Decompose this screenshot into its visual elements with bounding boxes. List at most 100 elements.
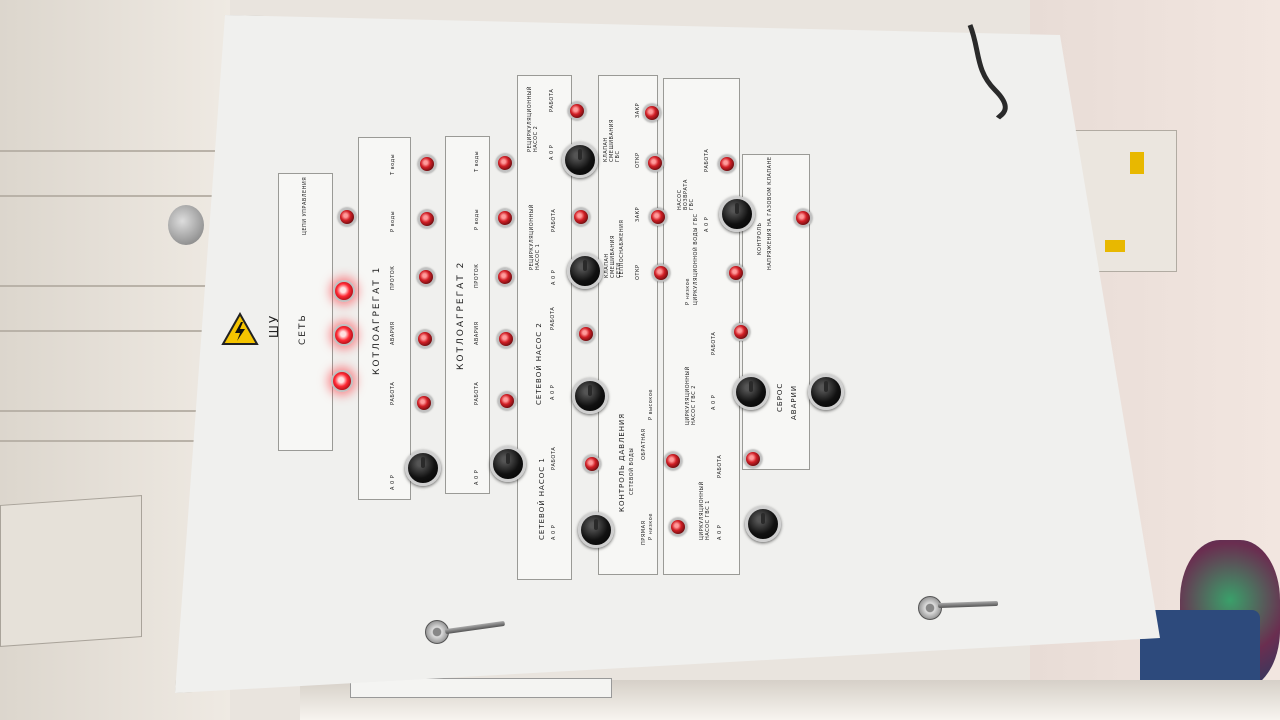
boiler2-work: РАБОТА xyxy=(474,381,480,405)
siding-line xyxy=(0,330,215,332)
warning-sticker xyxy=(1105,240,1125,252)
net-pump2-mode-selector[interactable] xyxy=(572,378,608,414)
reset-sub: АВАРИИ xyxy=(790,384,798,420)
lamp-pressure-high xyxy=(664,452,682,470)
boiler1-row3: Р воды xyxy=(390,210,396,232)
return-pump-work: РАБОТА xyxy=(704,148,710,172)
lamp-boiler1-t-water xyxy=(418,155,436,173)
boiler1-work: РАБОТА xyxy=(390,381,396,405)
valve-hws-open: ОТКР xyxy=(635,152,641,168)
recirc-pump2-mode: А 0 Р xyxy=(549,144,555,160)
lamp-recirc-pump2-work xyxy=(568,102,586,120)
gas-ctrl-title: КОНТРОЛЬ xyxy=(757,222,763,255)
wall-lamp xyxy=(168,205,204,245)
net-pump2-mode: А 0 Р xyxy=(550,384,556,400)
boiler1-mode-selector[interactable] xyxy=(405,450,441,486)
lamp-valve-heat-close xyxy=(649,208,667,226)
valve-heat-close: ЗАКР xyxy=(635,206,641,222)
valve-hws-close: ЗАКР xyxy=(635,102,641,118)
warning-sticker xyxy=(1130,152,1144,174)
boiler2-row3: Р воды xyxy=(474,208,480,230)
junction-box-left xyxy=(0,495,142,647)
hws-pump2-work: РАБОТА xyxy=(711,331,717,355)
lamp-power-phase-a xyxy=(333,280,355,302)
high-voltage-icon xyxy=(221,312,259,345)
hws-pump2-title: ЦИРКУЛЯЦИОННЫЙ НАСОС ГВС 2 xyxy=(685,366,697,425)
recirc-pump1-mode-selector[interactable] xyxy=(567,253,603,289)
circ-water-sub: ЦИРКУЛЯЦИОННОЙ ВОДЫ ГВС xyxy=(693,213,699,305)
pressure-ctrl-sub: СЕТЕВОЙ ВОДЫ xyxy=(629,447,635,495)
circ-water-title: Р низкое xyxy=(685,278,691,305)
cable xyxy=(967,24,1008,120)
siding-line xyxy=(0,410,215,412)
boiler2-row2: ПРОТОК xyxy=(474,263,480,288)
lamp-boiler2-alarm xyxy=(497,330,515,348)
boiler1-mode: А 0 Р xyxy=(390,474,396,490)
siding-line xyxy=(0,195,215,197)
siding-line xyxy=(0,285,215,287)
pressure-low: Р низкое xyxy=(648,513,654,540)
lamp-hws-pump2-work xyxy=(732,323,750,341)
label-box-boiler2 xyxy=(445,136,490,494)
recirc-pump2-title: РЕЦИРКУЛЯЦИОННЫЙ НАСОС 2 xyxy=(527,86,539,152)
label-box-boiler1 xyxy=(358,137,411,500)
boiler1-title: КОТЛОАГРЕГАТ 1 xyxy=(372,265,382,375)
return-pump-mode: А 0 Р xyxy=(704,216,710,232)
panel-id-label: ШУ xyxy=(267,313,281,338)
net-pump2-title: СЕТЕВОЙ НАСОС 2 xyxy=(535,322,543,405)
net-pump1-mode-selector[interactable] xyxy=(578,512,614,548)
recirc-pump1-title: РЕЦИРКУЛЯЦИОННЫЙ НАСОС 1 xyxy=(529,204,541,270)
lamp-valve-hws-close xyxy=(643,104,661,122)
recirc-pump1-work: РАБОТА xyxy=(551,208,557,232)
lamp-boiler2-flow xyxy=(496,268,514,286)
valve-heat-open: ОТКР xyxy=(635,264,641,280)
boiler2-row4: Т воды xyxy=(474,150,480,172)
boiler2-mode: А 0 Р xyxy=(474,469,480,485)
reset-title: СБРОС xyxy=(776,382,784,412)
net-pump1-work: РАБОТА xyxy=(551,446,557,470)
pressure-direct: ПРЯМАЯ xyxy=(641,520,647,545)
recirc-pump2-mode-selector[interactable] xyxy=(562,142,598,178)
pressure-ctrl-title: КОНТРОЛЬ ДАВЛЕНИЯ xyxy=(618,412,626,512)
siding-line xyxy=(0,150,215,152)
return-pump-mode-selector[interactable] xyxy=(719,196,755,232)
hws-pump1-work: РАБОТА xyxy=(717,454,723,478)
label-box-gas-reset xyxy=(742,154,810,470)
panel-base-strip xyxy=(350,678,612,698)
lamp-boiler2-t-water xyxy=(496,154,514,172)
lamp-boiler2-p-water xyxy=(496,209,514,227)
lamp-return-pump-work xyxy=(718,155,736,173)
door-lock-right[interactable] xyxy=(918,596,942,620)
hws-pump2-mode: А 0 Р xyxy=(711,394,717,410)
boiler1-row2: ПРОТОК xyxy=(390,265,396,290)
valve-hws-title: КЛАПАН СМЕШИВАНИЯ ГВС xyxy=(603,119,621,162)
hws-pump2-mode-selector[interactable] xyxy=(733,374,769,410)
boiler2-mode-selector[interactable] xyxy=(490,446,526,482)
hws-pump1-title: ЦИРКУЛЯЦИОННЫЙ НАСОС ГВС 1 xyxy=(699,481,711,540)
net-pump1-mode: А 0 Р xyxy=(551,524,557,540)
return-pump-title: НАСОС ВОЗВРАТА ГВС xyxy=(677,179,695,210)
lamp-boiler1-alarm xyxy=(416,330,434,348)
power-sub: ЦЕПИ УПРАВЛЕНИЯ xyxy=(302,176,308,235)
lamp-boiler2-work xyxy=(498,392,516,410)
valve-heat-sub: ТЕПЛОСНАБЖЕНИЯ xyxy=(619,219,625,278)
lamp-circ-water-p-low xyxy=(727,264,745,282)
lamp-net-pump1-work xyxy=(583,455,601,473)
lamp-valve-heat-open xyxy=(652,264,670,282)
lamp-net-pump2-work xyxy=(577,325,595,343)
alarm-reset-button[interactable] xyxy=(808,374,844,410)
bucket xyxy=(1140,610,1260,690)
lamp-recirc-pump1-work xyxy=(572,208,590,226)
power-title: СЕТЬ xyxy=(298,313,308,345)
siding-line xyxy=(0,440,215,442)
lamp-valve-hws-open xyxy=(646,154,664,172)
label-box-power xyxy=(278,173,333,451)
hws-pump1-mode: А 0 Р xyxy=(717,524,723,540)
hws-pump1-mode-selector[interactable] xyxy=(745,506,781,542)
lamp-boiler1-flow xyxy=(417,268,435,286)
lamp-boiler1-work xyxy=(415,394,433,412)
lamp-boiler1-p-water xyxy=(418,210,436,228)
boiler2-title: КОТЛОАГРЕГАТ 2 xyxy=(456,260,466,370)
gas-ctrl-sub: НАПРЯЖЕНИЯ НА ГАЗОВОМ КЛАПАНЕ xyxy=(767,156,773,270)
boiler2-row1: АВАРИЯ xyxy=(474,321,480,345)
